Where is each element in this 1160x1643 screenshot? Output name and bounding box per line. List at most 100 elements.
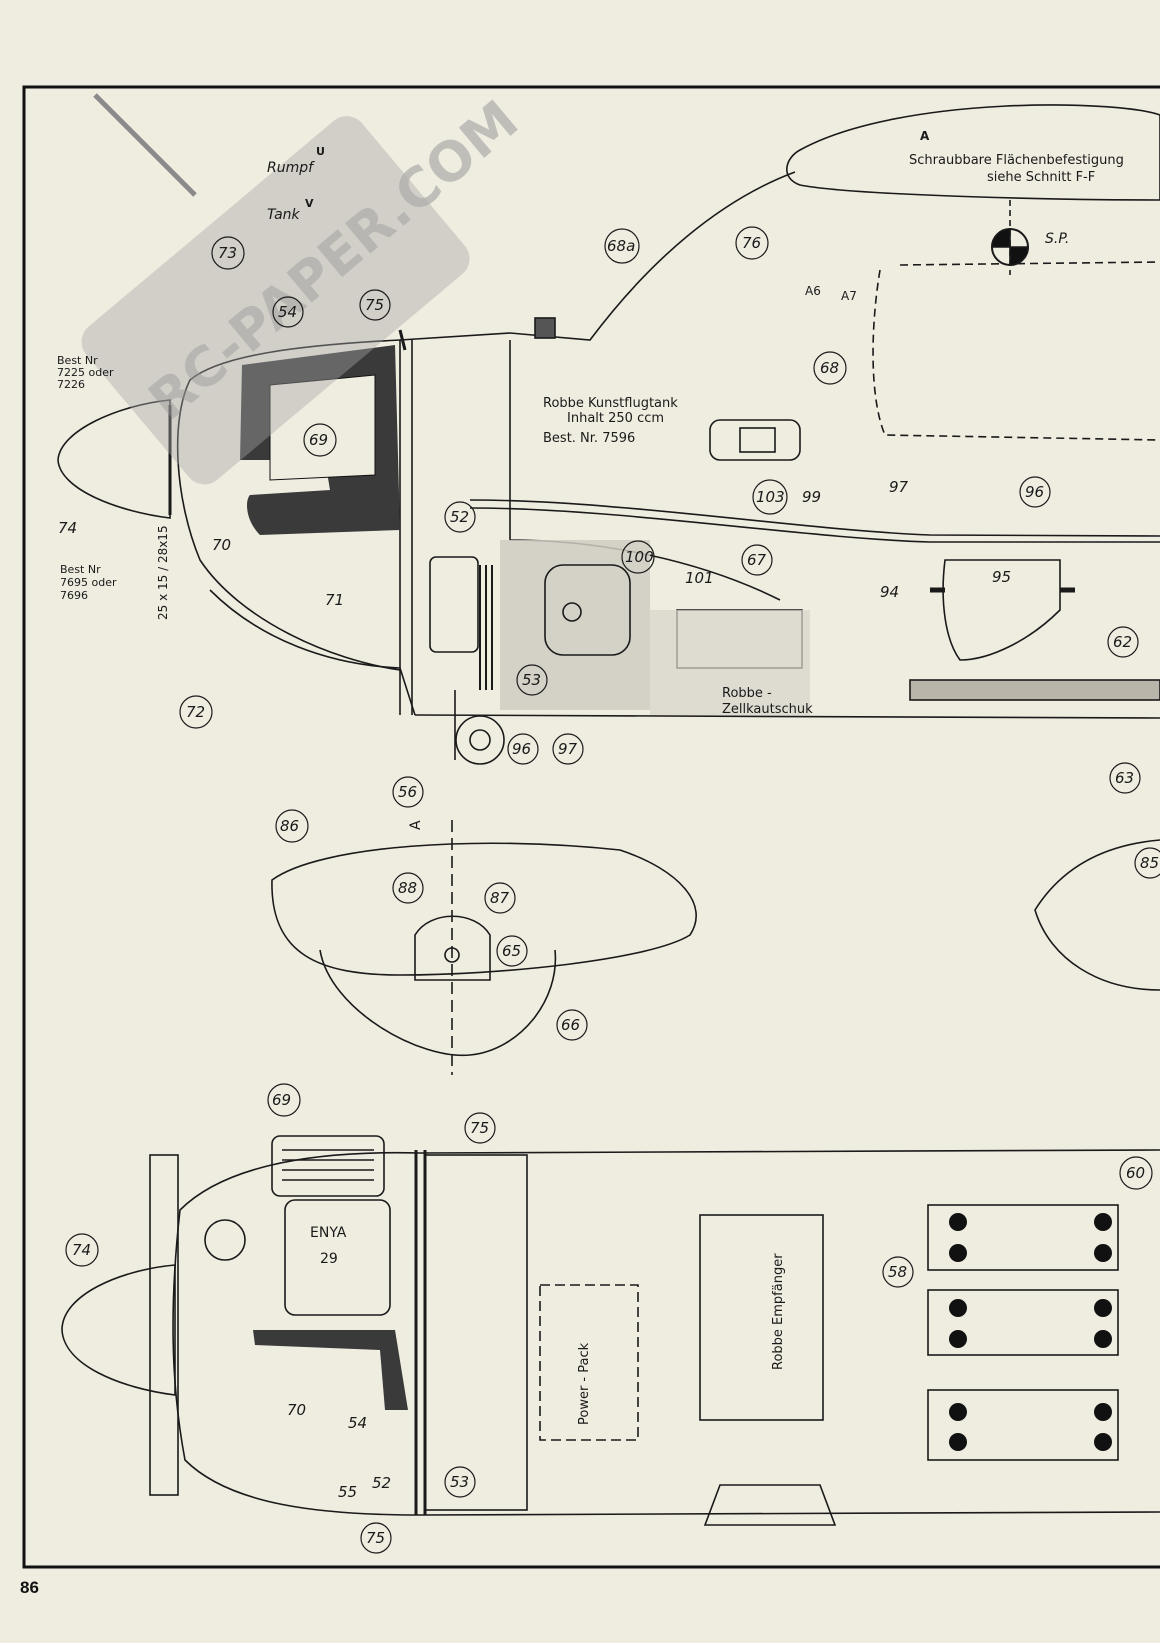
callout-74-label: 74: [58, 519, 77, 537]
callout-72: [179, 695, 213, 729]
engine-mount-top: [253, 1330, 408, 1410]
spinner-ref-1: Best Nr: [57, 354, 98, 367]
callout-t52-label: 52: [372, 1474, 391, 1492]
callout-t60-label: 60: [1126, 1164, 1145, 1182]
servo-tray-1: [927, 1204, 1119, 1271]
callout-85: [1134, 847, 1160, 879]
spinner-ref-3: 7226: [57, 378, 85, 391]
u-label: U: [316, 145, 325, 158]
callout-86-label: 86: [280, 817, 299, 835]
engine-mount-inner: [269, 374, 376, 481]
spinner-ref-2: 7225 oder: [57, 366, 114, 379]
callout-t75b-label: 75: [366, 1529, 385, 1547]
tank-side-label: Tank: [267, 207, 301, 223]
a6-label: A6: [805, 284, 821, 298]
callout-t75b: [360, 1522, 392, 1554]
callout-88: [392, 872, 424, 904]
radio-compartment-shade: [500, 540, 650, 710]
wheel-pant-view: [271, 820, 1160, 1075]
servo-wheel: [562, 602, 582, 622]
tank-window: [709, 419, 801, 461]
callout-96: [1019, 476, 1051, 508]
fuel-tubes: [469, 499, 1160, 543]
callout-t74: [65, 1233, 99, 1267]
servo-95: [942, 559, 1061, 661]
fuel-pump: [429, 556, 479, 653]
callout-94-label: 94: [880, 583, 899, 601]
callout-67-label: 67: [747, 551, 767, 569]
fuselage-top-line: [399, 171, 796, 341]
tube-75: [398, 329, 407, 351]
callout-67: [741, 544, 773, 576]
receiver-label: Robbe Empfänger: [771, 1253, 786, 1370]
servo-wheel-box: [544, 564, 631, 656]
callout-62: [1107, 626, 1139, 658]
wheel-hub-plate: [414, 915, 491, 981]
callout-101-label: 101: [685, 569, 714, 587]
callouts: [65, 226, 1160, 1554]
wheel-outline: [319, 949, 557, 1057]
callout-95-label: 95: [992, 568, 1011, 586]
callout-96-label: 96: [1025, 483, 1044, 501]
callout-t58-label: 58: [888, 1263, 907, 1281]
rubber-label-1: Robbe -: [722, 686, 772, 701]
callout-97b: [552, 733, 584, 765]
wing-mount-marker: A: [920, 129, 930, 143]
v-label: V: [305, 197, 314, 210]
wing-mount-line2: siehe Schnitt F-F: [987, 170, 1095, 185]
callout-54: [272, 296, 304, 328]
callout-87: [484, 882, 516, 914]
rubber-label-2: Zellkautschuk: [722, 702, 813, 717]
callout-t74-label: 74: [72, 1241, 91, 1259]
callout-99-label: 99: [802, 488, 821, 506]
section-marker: A: [408, 820, 424, 830]
callout-71-label: 71: [325, 591, 344, 609]
battery-label: Power - Pack: [577, 1342, 592, 1425]
callout-68a: [604, 228, 640, 264]
top-cowl: [172, 1151, 421, 1516]
callout-65-label: 65: [502, 942, 521, 960]
a7-label: A7: [841, 289, 857, 303]
callout-97b-label: 97: [558, 740, 578, 758]
callout-t69-label: 69: [272, 1091, 291, 1109]
power-pack-box: [539, 1284, 639, 1441]
filler-cap: [534, 317, 556, 339]
callout-65: [496, 935, 528, 967]
wheel-pant-outline: [271, 842, 697, 976]
callout-97-label: 97: [889, 478, 909, 496]
callout-85-label: 85: [1140, 854, 1159, 872]
tail-skid: [703, 1484, 837, 1526]
drawing-frame: [22, 85, 1160, 1569]
callout-68: [813, 351, 847, 385]
engine-head: [271, 1135, 385, 1197]
callout-76-label: 76: [742, 234, 761, 252]
callout-labels: 73 54 75 68a 76 68 69 52 74 70 71 103 99…: [58, 234, 1159, 1547]
callout-100: [621, 540, 655, 574]
callout-88-label: 88: [398, 879, 417, 897]
callout-t53: [444, 1466, 476, 1498]
callout-t55-label: 55: [338, 1483, 357, 1501]
engine-carb: [204, 1219, 246, 1261]
cg-label: S.P.: [1045, 231, 1069, 247]
nose-gear-wheel: [455, 715, 505, 765]
top-fuselage-top: [419, 1149, 1160, 1154]
wheel-pant-right: [1034, 839, 1160, 991]
callout-103-label: 103: [756, 488, 785, 506]
spinner-outline: [57, 399, 171, 519]
callout-68-label: 68: [820, 359, 839, 377]
top-view-shading: [253, 1213, 1112, 1451]
receiver-rubber-shade: [650, 610, 810, 715]
callout-t75a: [464, 1112, 496, 1144]
callout-100-label: 100: [625, 548, 654, 566]
engine-fins: [282, 1149, 374, 1181]
cowl-outline: [176, 339, 401, 671]
engine-brand: ENYA: [310, 1225, 347, 1241]
callout-63: [1109, 762, 1141, 794]
callout-53: [516, 664, 548, 696]
callout-t60: [1119, 1156, 1153, 1190]
callout-62-label: 62: [1113, 633, 1132, 651]
callout-54-label: 54: [278, 303, 297, 321]
callout-75: [359, 289, 391, 321]
callout-69: [303, 423, 337, 457]
